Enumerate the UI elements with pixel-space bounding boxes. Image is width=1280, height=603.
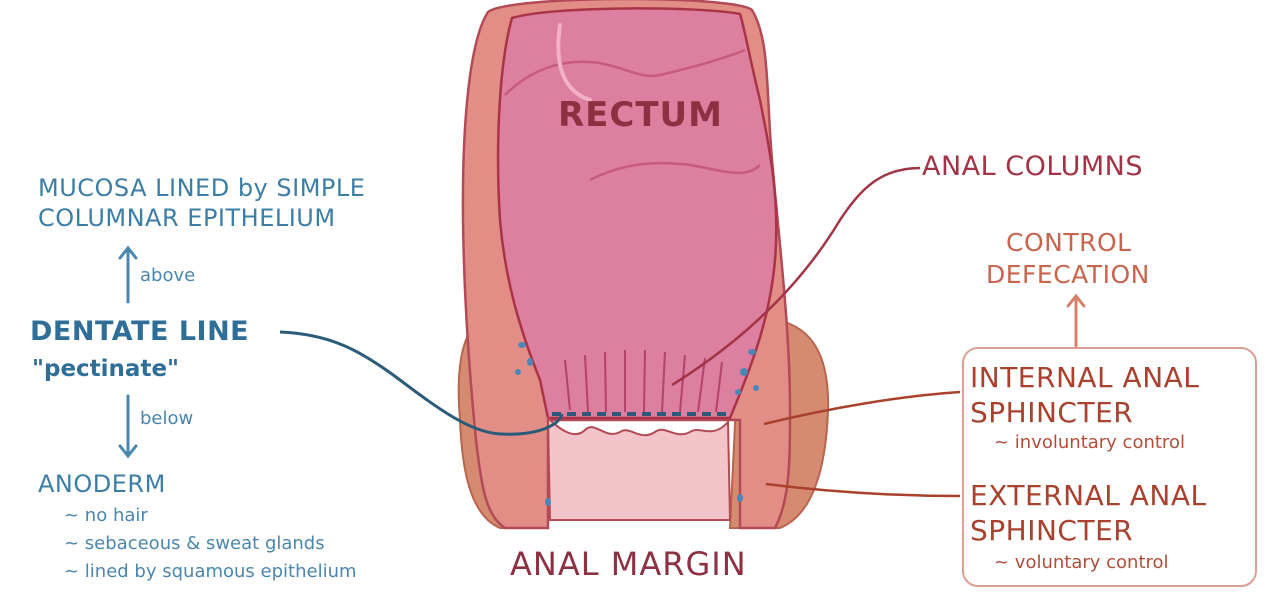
mucosa-line2: COLUMNAR EPITHELIUM (38, 204, 336, 232)
anoderm (546, 415, 732, 521)
vascular-specks (515, 342, 759, 506)
pectinate-label: "pectinate" (32, 356, 180, 382)
mucosa-line1: MUCOSA LINED by SIMPLE (38, 174, 366, 202)
anoderm-label: ANODERM (38, 470, 166, 498)
anal-columns-leader (671, 166, 921, 387)
anoderm-note-3: ~ lined by squamous epithelium (64, 561, 357, 582)
anal-margin-label: ANAL MARGIN (510, 545, 747, 583)
rectum-label: RECTUM (558, 95, 723, 135)
anoderm-note-2: ~ sebaceous & sweat glands (64, 533, 325, 554)
arrow-up-control (1066, 293, 1086, 348)
dentate-leader (279, 330, 564, 436)
sphincter-box (962, 347, 1257, 587)
external-sphincter-line2: SPHINCTER (970, 514, 1134, 547)
arrow-down-below (118, 394, 138, 459)
defecation-label: DEFECATION (986, 260, 1150, 289)
control-label: CONTROL (1006, 228, 1132, 257)
internal-sphincter-note: ~ involuntary control (994, 432, 1185, 453)
mucosa-highlight (556, 23, 592, 102)
mucosa-fold-middle (589, 161, 761, 182)
internal-sphincter-line1: INTERNAL ANAL (970, 361, 1200, 394)
internal-sphincter-line2: SPHINCTER (970, 396, 1134, 429)
external-sphincter-leader (765, 482, 961, 498)
below-label: below (140, 408, 194, 429)
external-sphincter-note: ~ voluntary control (994, 552, 1169, 573)
internal-sphincter-leader (763, 390, 961, 426)
above-label: above (140, 265, 196, 286)
anal-column-lines (564, 349, 723, 413)
dentate-line-label: DENTATE LINE (30, 316, 250, 347)
anoderm-note-1: ~ no hair (64, 505, 148, 526)
anal-columns-label: ANAL COLUMNS (922, 151, 1143, 182)
arrow-up-above (118, 245, 138, 304)
external-sphincter-line1: EXTERNAL ANAL (970, 479, 1207, 512)
rectal-mucosa (496, 7, 778, 420)
mucosa-fold-upper (504, 48, 746, 96)
